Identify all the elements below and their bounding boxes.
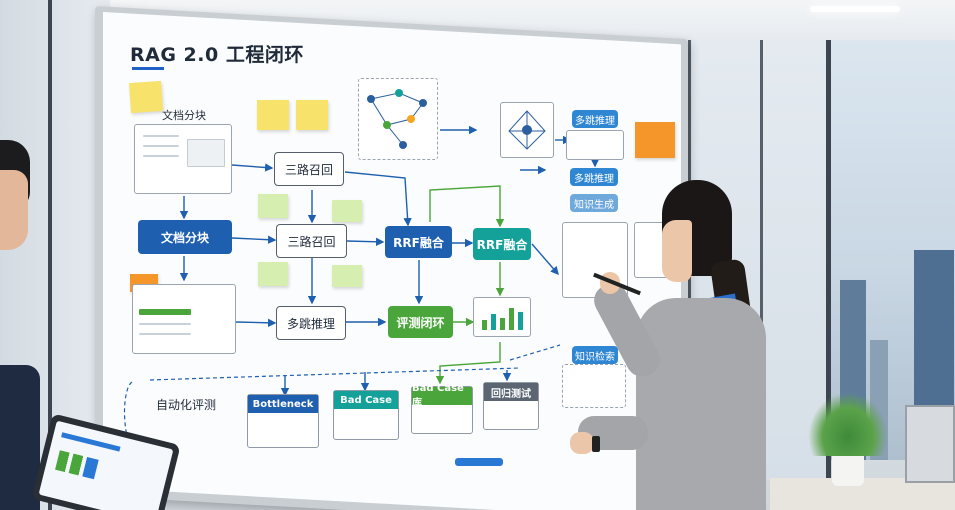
sticky-note: [332, 265, 362, 287]
bar-chart-icon: [482, 308, 523, 330]
side-multihop-node: 多跳推理: [572, 110, 618, 128]
rrf-node-teal: RRF融合: [473, 228, 531, 260]
sticky-note: [332, 200, 362, 222]
sticky-note: [635, 122, 675, 158]
side-panel: [562, 364, 626, 408]
sweater: [636, 298, 766, 510]
face: [662, 220, 692, 282]
text-line: [187, 139, 225, 167]
text-line: [139, 333, 191, 335]
document-panel: [134, 124, 232, 194]
text-line: [143, 145, 179, 147]
graph-panel: [500, 102, 554, 158]
hand: [570, 432, 594, 454]
ceiling-light: [810, 6, 900, 12]
window-frame: [826, 40, 831, 480]
plant-pot: [832, 452, 864, 486]
sticky-note: [258, 262, 288, 286]
text-line: [139, 323, 191, 325]
marker: [455, 458, 503, 466]
side-gen-node: 知识生成: [570, 194, 618, 212]
badcase-card: Bad Case: [333, 390, 399, 440]
regression-card: 回归测试: [483, 382, 539, 430]
chart-panel: [473, 297, 531, 337]
badcase-library-card: Bad Case库: [411, 383, 473, 434]
person-left: [0, 140, 40, 510]
chunk-node: 文档分块: [138, 220, 232, 254]
tablet-bar: [61, 432, 121, 452]
card-header: Bad Case库: [412, 383, 472, 409]
sticky-note: [128, 80, 164, 114]
sticky-note: [258, 194, 288, 218]
chunk-label: 文档分块: [162, 109, 206, 122]
sticky-note: [296, 100, 328, 130]
network-icon: [508, 110, 546, 150]
title-underline: [132, 67, 164, 70]
document-panel: [132, 284, 236, 354]
auto-eval-label: 自动化评测: [156, 398, 217, 412]
side-retrieval-node: 知识检索: [572, 346, 618, 364]
eval-loop-node: 评测闭环: [388, 306, 453, 338]
city-window: [830, 40, 955, 460]
window-frame: [48, 0, 52, 510]
side-panel: [566, 130, 624, 160]
face: [0, 170, 28, 250]
node-graph: [367, 89, 427, 149]
recall-node: 三路召回: [276, 224, 347, 258]
plant: [808, 392, 888, 456]
recall-node-top: 三路召回: [274, 152, 344, 186]
text-line: [143, 155, 179, 157]
card-header: Bad Case: [334, 391, 398, 409]
bottleneck-card: Bottleneck: [247, 394, 319, 448]
whiteboard-title: RAG 2.0 工程闭环: [130, 44, 304, 66]
sticky-note: [257, 100, 289, 130]
status-bar: [139, 309, 191, 315]
card-header: 回归测试: [484, 383, 538, 401]
text-line: [143, 135, 179, 137]
tablet-chart: [55, 450, 99, 480]
graph-panel: [358, 78, 438, 160]
watch: [592, 436, 600, 452]
window-frame: [760, 40, 763, 480]
card-header: Bottleneck: [248, 395, 318, 413]
multihop-node: 多跳推理: [276, 306, 346, 340]
rrf-node-blue: RRF融合: [385, 226, 452, 258]
side-multihop-node-2: 多跳推理: [570, 168, 618, 186]
person-right: [570, 180, 790, 510]
monitor: [905, 405, 955, 483]
